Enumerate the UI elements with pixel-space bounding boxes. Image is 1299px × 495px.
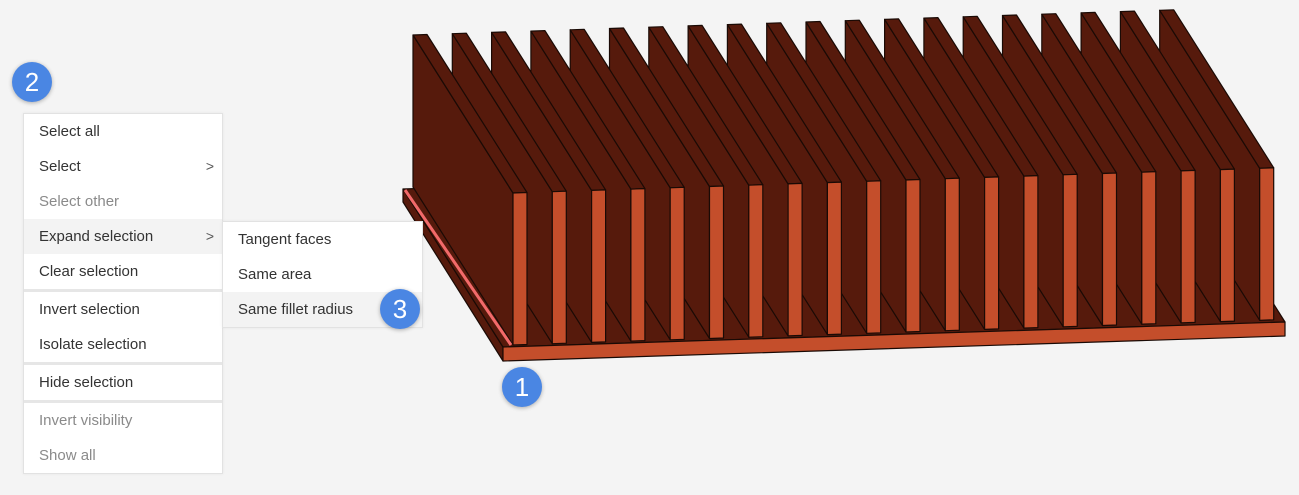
menu-divider (24, 289, 222, 292)
step-badge-3: 3 (380, 289, 420, 329)
chevron-right-icon: > (205, 158, 214, 174)
menu-item-invert-selection[interactable]: Invert selection (24, 292, 222, 327)
menu-item-isolate-selection[interactable]: Isolate selection (24, 327, 222, 362)
fin-front-face[interactable] (1219, 168, 1236, 323)
fin-front-face[interactable] (905, 178, 921, 333)
fin-front-face[interactable] (748, 184, 764, 338)
fin-front-face[interactable] (512, 191, 528, 346)
fin-front-face[interactable] (669, 186, 685, 341)
chevron-right-icon: > (205, 228, 214, 244)
label: Select (39, 158, 81, 175)
submenu-item-tangent-faces[interactable]: Tangent faces (223, 222, 422, 257)
fin-front-face[interactable] (826, 181, 843, 336)
fin-front-face[interactable] (866, 180, 882, 334)
label: Tangent faces (238, 231, 332, 248)
fin-front-face[interactable] (590, 189, 607, 343)
menu-item-show-all[interactable]: Show all (24, 438, 222, 473)
menu-item-invert-visibility[interactable]: Invert visibility (24, 403, 222, 438)
menu-item-select-other[interactable]: Select other (24, 184, 222, 219)
label: Select other (39, 193, 120, 210)
menu-item-clear-selection[interactable]: Clear selection (24, 254, 222, 289)
label: Select all (39, 123, 100, 140)
step-badge-2: 2 (12, 62, 52, 102)
menu-item-select-all[interactable]: Select all (24, 114, 222, 149)
fin-front-face[interactable] (787, 182, 803, 337)
fin-front-face[interactable] (983, 176, 1000, 330)
context-menu: Select all Select > Select other Expand s… (23, 113, 223, 474)
fin-front-face[interactable] (1141, 171, 1157, 325)
fin-front-face[interactable] (944, 177, 960, 332)
label: Expand selection (39, 228, 154, 245)
menu-item-hide-selection[interactable]: Hide selection (24, 365, 222, 400)
step-badge-1: 1 (502, 367, 542, 407)
label: Invert selection (39, 301, 140, 318)
fin-front-face[interactable] (551, 190, 567, 345)
fin-front-face[interactable] (708, 185, 725, 340)
menu-divider (24, 362, 222, 365)
label: Isolate selection (39, 336, 147, 353)
menu-item-expand-selection[interactable]: Expand selection > (24, 219, 222, 254)
label: Hide selection (39, 374, 134, 391)
menu-divider (24, 400, 222, 403)
selected-edge-highlight[interactable] (403, 189, 513, 346)
submenu-item-same-area[interactable]: Same area (223, 257, 422, 292)
label: Clear selection (39, 263, 139, 280)
fin-front-face[interactable] (1259, 167, 1275, 321)
fin-front-face[interactable] (1101, 172, 1118, 327)
label: Same fillet radius (238, 301, 354, 318)
fin-front-face[interactable] (1023, 175, 1039, 329)
label: Same area (238, 266, 312, 283)
label: Invert visibility (39, 412, 133, 429)
menu-item-select[interactable]: Select > (24, 149, 222, 184)
label: Show all (39, 447, 96, 464)
fin-front-face[interactable] (630, 188, 646, 342)
base-front-face[interactable] (502, 321, 1286, 362)
fin-front-face[interactable] (1180, 169, 1196, 324)
fin-front-face[interactable] (1062, 173, 1078, 328)
